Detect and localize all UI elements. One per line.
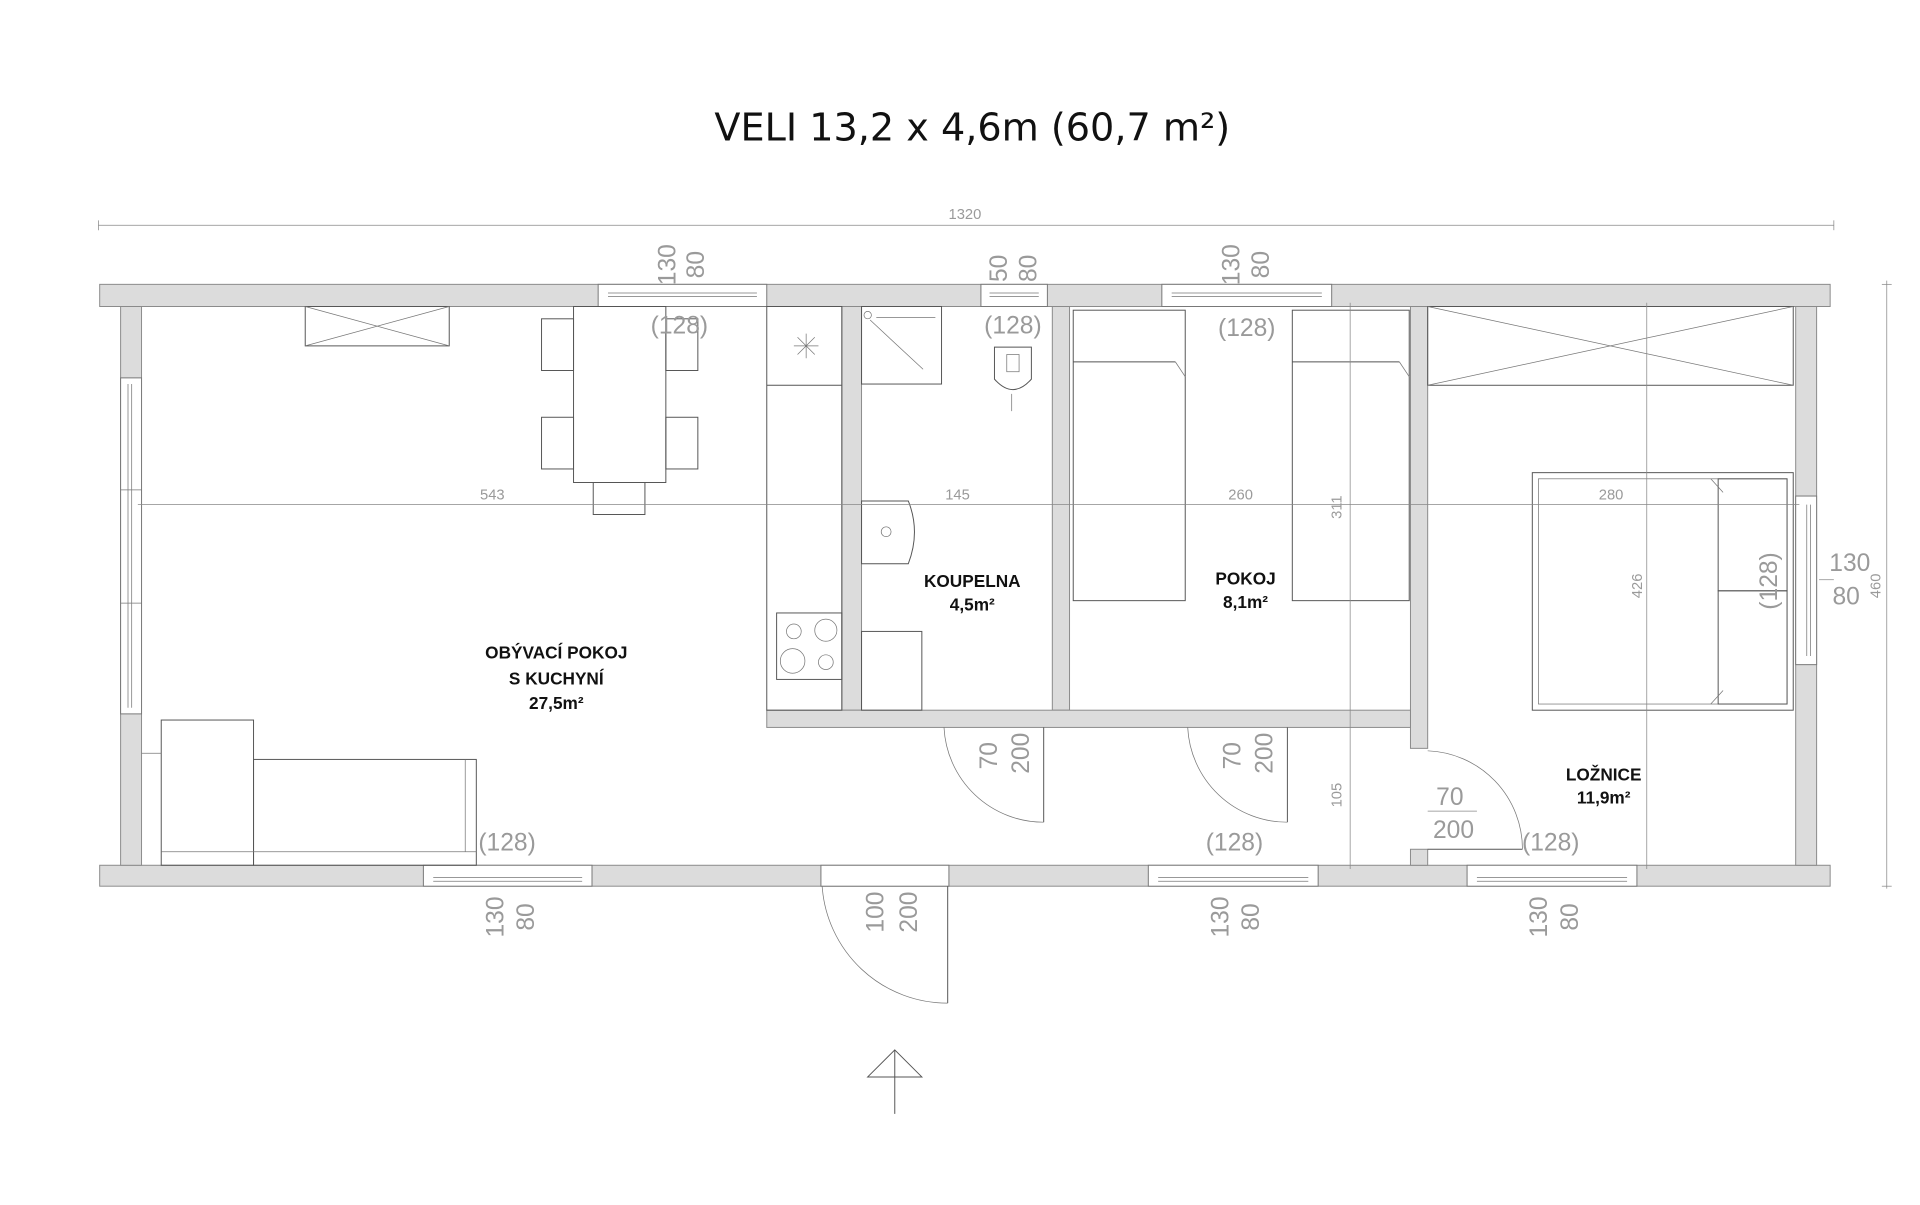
opening-dimension-label: (128) [1218,315,1275,342]
opening-dimension-label: 200 [896,892,923,933]
corridor-depth-dimension: 105 [1330,783,1346,808]
living-width-dimension: 543 [480,488,505,504]
bedroom-name: LOŽNICE [1566,764,1642,784]
living-room-name-line2: S KUCHYNÍ [509,668,605,688]
opening-dimension-label: 130 [1829,550,1870,577]
windows [120,283,1818,887]
opening-dimension-label: 80 [1248,251,1275,278]
bedroom-area: 11,9m² [1577,788,1631,808]
overall-width-label: 460 [1869,574,1885,599]
opening-dimension-label: 200 [1008,733,1035,774]
opening-dimension-label: 100 [863,892,890,933]
internal-dimensions: 543 145 260 280 311 105 426 [137,302,1800,869]
bedroom-depth-dimension: 426 [1630,574,1646,599]
bathroom-name: KOUPELNA [924,571,1021,591]
opening-dimension-label: (128) [1522,829,1579,856]
bathroom-area: 4,5m² [950,594,995,614]
opening-dimension-label: 80 [1832,583,1859,610]
opening-dimension-label: 130 [1207,896,1234,937]
room-name: POKOJ [1215,569,1275,589]
opening-dimension-label: 80 [1015,255,1042,282]
opening-dimension-label: (128) [651,313,708,340]
opening-dimension-label: 200 [1252,733,1279,774]
opening-dimension-label: 80 [1238,903,1265,930]
bedroom-width-dimension: 280 [1599,488,1624,504]
dining-table [541,306,699,515]
toilet [993,346,1032,412]
opening-dimension-label: 130 [655,244,682,285]
living-room-area: 27,5m² [529,693,584,713]
room-depth-dimension: 311 [1330,495,1346,519]
opening-dimension-label: 80 [1557,903,1584,930]
room-width-dimension: 260 [1228,488,1253,504]
opening-dimension-label: 130 [1218,244,1245,285]
living-room-name-line1: OBÝVACÍ POKOJ [485,642,627,662]
opening-dimension-label: (128) [984,313,1041,340]
opening-dimension-label: 130 [1526,896,1553,937]
room-labels: OBÝVACÍ POKOJ S KUCHYNÍ 27,5m² KOUPELNA … [485,569,1641,808]
entry-arrow-icon [866,1049,924,1114]
living-wardrobe [304,306,450,347]
opening-dimension-label: 80 [513,903,540,930]
bath-cabinet [861,630,923,711]
shower [861,306,943,385]
kitchen-counter [766,306,843,711]
overall-length-dimension: 1320 [98,207,1835,231]
opening-dimension-label: 50 [986,255,1013,282]
bedroom-wardrobe [1427,306,1794,386]
doors [821,727,1523,1004]
opening-dimension-label: (128) [1756,552,1783,609]
bed-left [1072,309,1186,602]
plan-title: VELI 13,2 x 4,6m (60,7 m²) [714,105,1230,149]
room-area: 8,1m² [1223,592,1268,612]
furniture [141,306,1794,866]
sofa [141,719,477,866]
opening-dimension-label: 70 [976,742,1003,769]
opening-dimension-label: (128) [1206,829,1263,856]
opening-labels: 130 80 (128) 50 80 (128) 130 80 (128) 13… [478,244,1870,937]
opening-dimension-label: 80 [683,251,710,278]
washbasin [861,500,915,565]
opening-dimension-label: (128) [478,829,535,856]
opening-dimension-label: 70 [1220,742,1247,769]
overall-width-dimension: 460 [1869,280,1892,889]
bed-right [1291,309,1410,602]
bath-width-dimension: 145 [945,488,970,504]
opening-dimension-label: 70 [1436,784,1463,811]
double-bed [1531,472,1794,711]
overall-length-label: 1320 [949,207,982,223]
opening-dimension-label: 130 [482,896,509,937]
opening-dimension-label: 200 [1433,817,1474,844]
